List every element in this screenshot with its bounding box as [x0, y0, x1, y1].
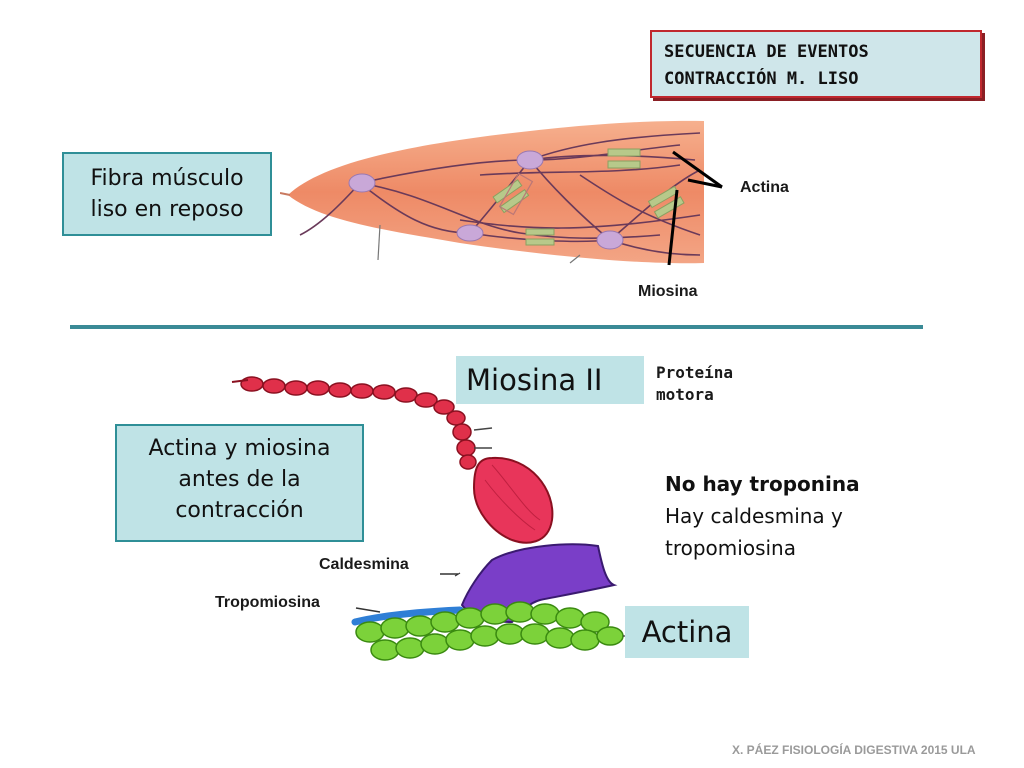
actin-box: Actina — [625, 606, 749, 658]
dense-body — [456, 224, 484, 242]
resting-fiber-line-1: Fibra músculo — [90, 166, 244, 191]
before-contraction-box: Actina y miosina antes de la contracción — [115, 424, 364, 542]
myosin-bar — [525, 228, 555, 236]
motor-protein-label: Proteína motora — [656, 362, 733, 406]
before-contraction-line-1: Actina y miosina — [148, 436, 331, 461]
caldesmon — [460, 543, 618, 624]
label-tropomiosina: Tropomiosina — [215, 594, 320, 611]
title-line-2: CONTRACCIÓN M. LISO — [664, 69, 859, 89]
label-miosina: Miosina — [638, 283, 698, 300]
myosin-bar — [607, 160, 641, 169]
tropomyosin — [351, 606, 464, 626]
myosin-bar — [492, 179, 523, 204]
fiber-body — [288, 120, 704, 264]
note-line-2: Hay caldesmina y — [665, 504, 843, 528]
myosin-bar — [647, 185, 679, 209]
title-line-1: SECUENCIA DE EVENTOS — [664, 42, 869, 62]
motor-protein-line-2: motora — [656, 385, 714, 404]
regulation-note: No hay troponina Hay caldesmina y tropom… — [665, 468, 860, 564]
resting-fiber-line-2: liso en reposo — [90, 197, 244, 222]
title-box: SECUENCIA DE EVENTOS CONTRACCIÓN M. LISO — [650, 30, 982, 98]
dense-body — [596, 230, 624, 250]
pointer-lines-top — [667, 150, 723, 266]
myosin-bar — [607, 148, 641, 157]
actin-myosin-illustration — [231, 376, 630, 661]
label-caldesmina: Caldesmina — [319, 556, 409, 573]
smooth-muscle-fiber-illustration — [280, 120, 704, 264]
resting-fiber-box: Fibra músculo liso en reposo — [62, 152, 272, 236]
label-actina: Actina — [740, 179, 789, 196]
note-line-3: tropomiosina — [665, 536, 796, 560]
myosin-head — [472, 456, 554, 544]
footer-credit: X. PÁEZ FISIOLOGÍA DIGESTIVA 2015 ULA — [732, 743, 976, 757]
before-contraction-line-2: antes de la — [178, 467, 301, 492]
actin-filament — [355, 601, 624, 661]
before-contraction-line-3: contracción — [175, 498, 304, 523]
note-line-1: No hay troponina — [665, 472, 860, 496]
myosin-bar — [525, 238, 555, 246]
section-divider — [70, 325, 923, 329]
pointer-lines-bottom — [355, 573, 458, 613]
dense-body — [348, 173, 376, 193]
dense-body — [516, 150, 544, 170]
motor-protein-line-1: Proteína — [656, 363, 734, 382]
myosin-ii-box: Miosina II — [456, 356, 644, 404]
